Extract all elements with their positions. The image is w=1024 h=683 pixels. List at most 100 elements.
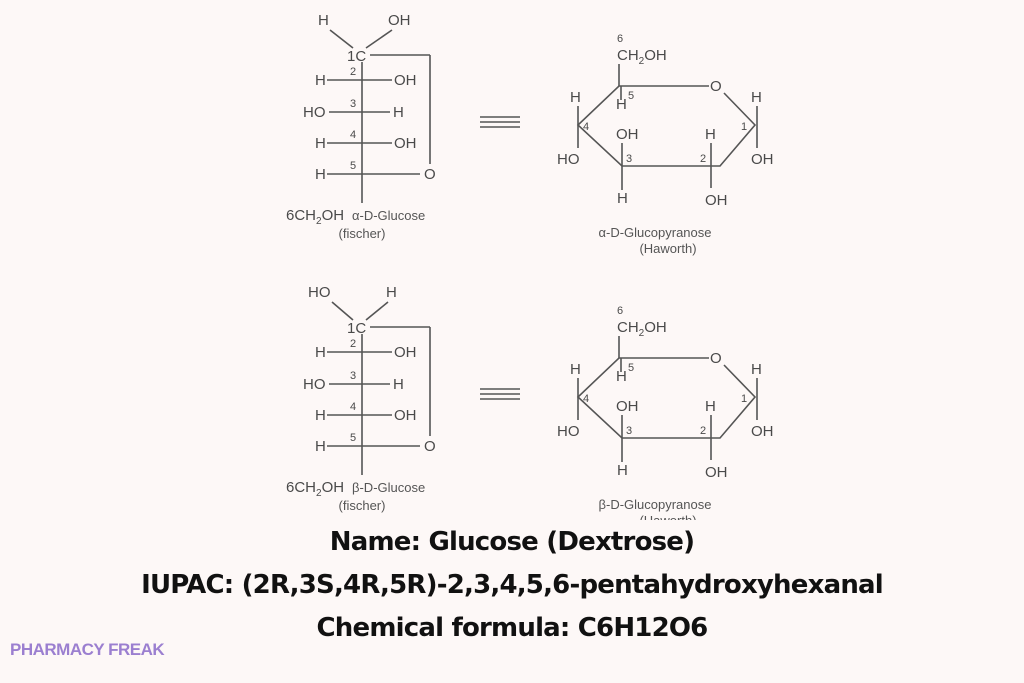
equivalence-symbol <box>480 388 520 400</box>
fischer-c6-label-part: OH <box>322 479 345 496</box>
c5-h-label: H <box>616 96 627 113</box>
c6-ch2oh-label-subscript: 2 <box>639 328 645 339</box>
c4-down-label: HO <box>557 151 580 168</box>
fischer-left-substituent: H <box>315 135 326 152</box>
carbon-number: 3 <box>350 98 356 110</box>
carbon-number: 4 <box>583 121 589 133</box>
bond-line <box>331 301 354 321</box>
fischer-left-substituent: H <box>315 438 326 455</box>
fischer-c6-label-subscript: 2 <box>316 216 322 227</box>
fischer-right-substituent: O <box>424 438 436 455</box>
carbon-number: 2 <box>700 153 706 165</box>
c2-down-label: OH <box>705 192 728 209</box>
c1-up-label: H <box>751 361 762 378</box>
fischer-top-left-label: HO <box>308 284 331 301</box>
fischer-c1-label: 1C <box>347 48 366 65</box>
carbon-number: 5 <box>350 160 356 172</box>
pyranose-ring <box>576 85 757 167</box>
c6-ch2oh-label-part: CH <box>617 47 639 64</box>
fischer-name: β-D-Glucose <box>352 480 425 495</box>
fischer-right-substituent: O <box>424 166 436 183</box>
haworth-type: (Haworth) <box>639 513 696 520</box>
fischer-c6-label-part: 6CH <box>286 479 316 496</box>
equivalence-symbol <box>480 116 520 128</box>
ring-oxygen-label: O <box>710 78 722 95</box>
fischer-right-substituent: H <box>393 376 404 393</box>
c6-number: 6 <box>617 305 623 317</box>
c2-down-label: OH <box>705 464 728 481</box>
c2-up-label: H <box>705 126 716 143</box>
fischer-c6-label-part: 6CH <box>286 207 316 224</box>
fischer-c6-label-part: OH <box>322 207 345 224</box>
haworth-type: (Haworth) <box>639 241 696 256</box>
bond-line <box>329 29 354 49</box>
fischer-right-substituent: OH <box>394 407 417 424</box>
fischer-left-substituent: H <box>315 166 326 183</box>
c2-up-label: H <box>705 398 716 415</box>
carbon-number: 3 <box>626 425 632 437</box>
fischer-top-right-label: OH <box>388 12 411 29</box>
carbon-number: 2 <box>350 338 356 350</box>
haworth-name: α-D-Glucopyranose <box>598 225 711 240</box>
carbon-number: 1 <box>741 393 747 405</box>
fischer-top-right-label: H <box>386 284 397 301</box>
fischer-left-substituent: HO <box>303 376 326 393</box>
c6-ch2oh-label-part: OH <box>644 319 667 336</box>
brand-logo: PHARMACY FREAK <box>10 640 165 659</box>
carbon-number: 3 <box>350 370 356 382</box>
haworth-name: β-D-Glucopyranose <box>599 497 712 512</box>
fischer-c6-label-subscript: 2 <box>316 488 322 499</box>
fischer-c6-label: 6CH2OH <box>286 479 344 499</box>
c6-ch2oh-label-subscript: 2 <box>639 56 645 67</box>
c1-down-label: OH <box>751 423 774 440</box>
fischer-right-substituent: OH <box>394 344 417 361</box>
fischer-left-substituent: HO <box>303 104 326 121</box>
c3-down-label: H <box>617 462 628 479</box>
c4-up-label: H <box>570 361 581 378</box>
carbon-number: 4 <box>583 393 589 405</box>
carbon-number: 2 <box>350 66 356 78</box>
fischer-left-substituent: H <box>315 344 326 361</box>
c6-ch2oh-label-part: CH <box>617 319 639 336</box>
c4-down-label: HO <box>557 423 580 440</box>
name-line: Name: Glucose (Dextrose) <box>329 527 695 557</box>
fischer-c6-label: 6CH2OH <box>286 207 344 227</box>
carbon-number: 5 <box>628 90 634 102</box>
fischer-type: (fischer) <box>339 498 386 513</box>
fischer-c1-label: 1C <box>347 320 366 337</box>
c3-up-label: OH <box>616 126 639 143</box>
fischer-right-substituent: OH <box>394 135 417 152</box>
fischer-right-substituent: OH <box>394 72 417 89</box>
iupac-line: IUPAC: (2R,3S,4R,5R)-2,3,4,5,6-pentahydr… <box>141 570 884 600</box>
c5-h-label: H <box>616 368 627 385</box>
ring-oxygen-label: O <box>710 350 722 367</box>
c6-ch2oh-label: CH2OH <box>617 319 667 339</box>
c6-number: 6 <box>617 33 623 45</box>
carbon-number: 1 <box>741 121 747 133</box>
fischer-type: (fischer) <box>339 226 386 241</box>
formula-line: Chemical formula: C6H12O6 <box>316 613 709 643</box>
bond-line <box>365 29 393 49</box>
c4-up-label: H <box>570 89 581 106</box>
c3-up-label: OH <box>616 398 639 415</box>
fischer-name: α-D-Glucose <box>352 208 425 223</box>
c3-down-label: H <box>617 190 628 207</box>
fischer-left-substituent: H <box>315 72 326 89</box>
carbon-number: 3 <box>626 153 632 165</box>
carbon-number: 5 <box>628 362 634 374</box>
pyranose-ring <box>576 357 757 439</box>
fischer-top-left-label: H <box>318 12 329 29</box>
fischer-right-substituent: H <box>393 104 404 121</box>
c1-up-label: H <box>751 89 762 106</box>
carbon-number: 4 <box>350 129 356 141</box>
carbon-number: 4 <box>350 401 356 413</box>
c6-ch2oh-label-part: OH <box>644 47 667 64</box>
c1-down-label: OH <box>751 151 774 168</box>
